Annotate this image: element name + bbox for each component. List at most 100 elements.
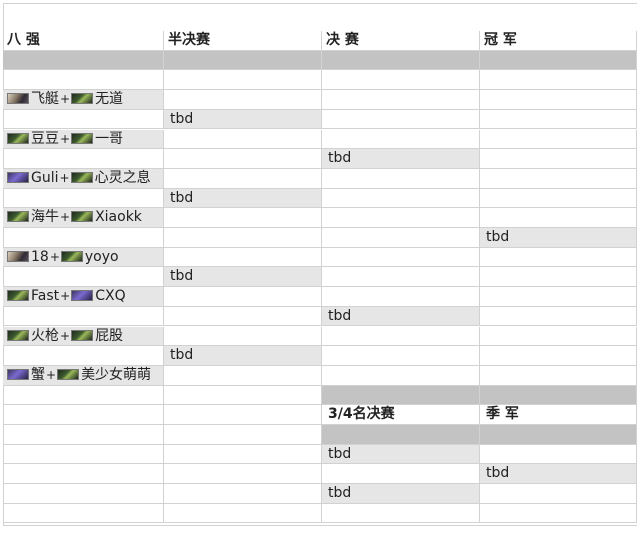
grid-cell[interactable] <box>322 346 480 366</box>
grid-cell[interactable] <box>322 50 480 71</box>
grid-cell[interactable] <box>322 385 480 406</box>
grid-cell[interactable] <box>322 365 480 386</box>
grid-cell[interactable] <box>480 326 637 347</box>
grid-cell[interactable] <box>164 405 322 425</box>
grid-cell[interactable] <box>322 208 480 228</box>
grid-cell[interactable] <box>164 306 322 327</box>
grid-cell[interactable] <box>164 464 322 485</box>
grid-cell[interactable] <box>322 326 480 347</box>
quarterfinal-match-cell[interactable]: 海牛+Xiaokk <box>3 208 164 228</box>
grid-cell[interactable] <box>164 90 322 110</box>
grid-cell[interactable] <box>480 247 637 268</box>
grid-cell[interactable] <box>164 228 322 248</box>
grid-cell[interactable] <box>480 109 637 130</box>
grid-cell[interactable] <box>480 267 637 288</box>
grid-cell[interactable] <box>164 70 322 91</box>
grid-cell[interactable] <box>480 50 637 71</box>
grid-cell[interactable] <box>322 247 480 268</box>
grid-cell[interactable] <box>480 129 637 150</box>
semifinal-cell[interactable]: tbd <box>164 188 322 209</box>
grid-cell[interactable] <box>164 503 322 524</box>
grid-cell[interactable] <box>3 228 164 248</box>
grid-cell[interactable] <box>322 109 480 130</box>
quarterfinal-match-cell[interactable]: 飞艇+无道 <box>3 90 164 110</box>
grid-cell[interactable] <box>3 484 164 504</box>
semifinal-cell[interactable]: tbd <box>164 267 322 288</box>
grid-cell[interactable] <box>480 70 637 91</box>
champion-cell[interactable]: tbd <box>480 228 637 248</box>
grid-cell[interactable] <box>480 385 637 406</box>
grid-cell[interactable] <box>164 129 322 150</box>
grid-cell[interactable] <box>480 484 637 504</box>
quarterfinal-match-cell[interactable]: 火枪+屁股 <box>3 326 164 347</box>
grid-cell[interactable] <box>164 385 322 406</box>
grid-cell[interactable] <box>480 346 637 366</box>
grid-cell[interactable] <box>322 267 480 288</box>
grid-cell[interactable] <box>480 188 637 209</box>
grid-cell[interactable] <box>164 425 322 445</box>
grid-cell[interactable] <box>480 503 637 524</box>
third-place-result-header[interactable]: 季 军 <box>480 405 637 425</box>
grid-cell[interactable] <box>3 444 164 465</box>
grid-cell[interactable] <box>480 90 637 110</box>
grid-cell[interactable] <box>3 149 164 169</box>
grid-cell[interactable] <box>322 168 480 189</box>
grid-cell[interactable] <box>164 326 322 347</box>
third-place-match-cell[interactable]: tbd <box>322 444 480 465</box>
grid-cell[interactable] <box>480 287 637 307</box>
grid-cell[interactable] <box>164 50 322 71</box>
semifinal-cell[interactable]: tbd <box>164 346 322 366</box>
grid-cell[interactable] <box>322 425 480 445</box>
quarterfinal-match-cell[interactable]: Guli+心灵之息 <box>3 168 164 189</box>
third-place-match-cell[interactable]: tbd <box>322 484 480 504</box>
header-finals[interactable]: 决 赛 <box>322 31 480 51</box>
grid-cell[interactable] <box>3 464 164 485</box>
grid-cell[interactable] <box>480 306 637 327</box>
grid-cell[interactable] <box>480 444 637 465</box>
grid-cell[interactable] <box>322 188 480 209</box>
final-cell[interactable]: tbd <box>322 306 480 327</box>
grid-cell[interactable] <box>3 50 164 71</box>
grid-cell[interactable] <box>3 306 164 327</box>
grid-cell[interactable] <box>3 346 164 366</box>
grid-cell[interactable] <box>322 129 480 150</box>
grid-cell[interactable] <box>164 287 322 307</box>
quarterfinal-match-cell[interactable]: Fast+CXQ <box>3 287 164 307</box>
grid-cell[interactable] <box>3 405 164 425</box>
grid-cell[interactable] <box>164 484 322 504</box>
quarterfinal-match-cell[interactable]: 18+yoyo <box>3 247 164 268</box>
third-place-result-cell[interactable]: tbd <box>480 464 637 485</box>
grid-cell[interactable] <box>3 425 164 445</box>
grid-cell[interactable] <box>480 365 637 386</box>
grid-cell[interactable] <box>322 70 480 91</box>
grid-cell[interactable] <box>3 385 164 406</box>
grid-cell[interactable] <box>164 168 322 189</box>
grid-cell[interactable] <box>164 365 322 386</box>
header-semifinals[interactable]: 半决赛 <box>164 31 322 51</box>
grid-cell[interactable] <box>322 503 480 524</box>
final-cell[interactable]: tbd <box>322 149 480 169</box>
grid-cell[interactable] <box>164 247 322 268</box>
grid-cell[interactable] <box>322 228 480 248</box>
grid-cell[interactable] <box>164 149 322 169</box>
third-place-header[interactable]: 3/4名决赛 <box>322 405 480 425</box>
grid-cell[interactable] <box>480 149 637 169</box>
grid-cell[interactable] <box>3 188 164 209</box>
grid-cell[interactable] <box>164 208 322 228</box>
grid-cell[interactable] <box>480 425 637 445</box>
grid-cell[interactable] <box>3 503 164 524</box>
header-quarterfinals[interactable]: 八 强 <box>3 31 164 51</box>
grid-cell[interactable] <box>3 267 164 288</box>
header-champion[interactable]: 冠 军 <box>480 31 637 51</box>
grid-cell[interactable] <box>3 70 164 91</box>
grid-cell[interactable] <box>164 444 322 465</box>
grid-cell[interactable] <box>322 90 480 110</box>
semifinal-cell[interactable]: tbd <box>164 109 322 130</box>
quarterfinal-match-cell[interactable]: 蟹+美少女萌萌 <box>3 365 164 386</box>
grid-cell[interactable] <box>322 287 480 307</box>
grid-cell[interactable] <box>3 109 164 130</box>
grid-cell[interactable] <box>480 168 637 189</box>
grid-cell[interactable] <box>480 208 637 228</box>
quarterfinal-match-cell[interactable]: 豆豆+一哥 <box>3 129 164 150</box>
grid-cell[interactable] <box>322 464 480 485</box>
